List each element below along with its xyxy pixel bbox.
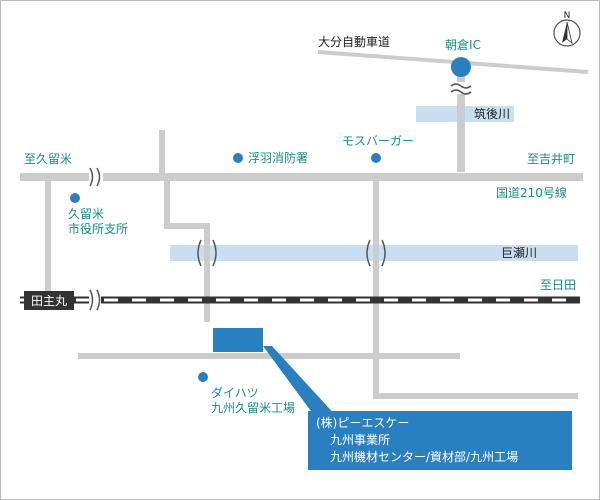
to-yoshii-label: 至吉井町 [527,152,575,166]
to-hita-label: 至日田 [540,278,576,292]
callout-box [308,411,572,470]
daihatsu-marker [198,372,208,382]
interchange-label: 朝倉IC [445,37,481,52]
city-office-label-1: 久留米 [68,207,104,221]
chikugo-river-label: 筑後川 [474,106,510,121]
expressway-label: 大分自動車道 [318,35,390,49]
road-left-bend [164,177,210,300]
fire-station-marker [233,153,243,163]
minor-roads [45,130,578,399]
city-office-label-2: 市役所支所 [68,221,128,236]
to-kurume-label: 至久留米 [24,152,72,166]
compass-icon: N [553,11,581,47]
callout-line-2: 九州事業所 [330,433,390,447]
daihatsu-label-2: 九州久留米工場 [211,401,295,415]
target-building [213,328,263,352]
station-box [24,291,74,310]
fire-station-label: 浮羽消防署 [248,150,308,165]
callout-line-3: 九州機材センター/資材部/九州工場 [330,449,518,464]
bridge-marks [197,239,386,267]
city-office-marker [70,193,80,203]
mos-burger-label: モスバーガー [342,134,414,148]
station-label: 田主丸 [31,294,67,308]
interchange-marker [451,57,471,77]
road-south-east [373,300,578,399]
kose-river-label: 巨瀬川 [501,246,537,260]
compass-north-letter: N [564,11,571,21]
callout-pointer [263,346,338,418]
callout-line-1: (株)ピーエスケー [316,415,409,430]
daihatsu-label-1: ダイハツ [211,385,259,400]
national-road-label: 国道210号線 [496,185,567,200]
mos-burger-marker [371,153,381,163]
rail-break-marks [89,289,101,311]
